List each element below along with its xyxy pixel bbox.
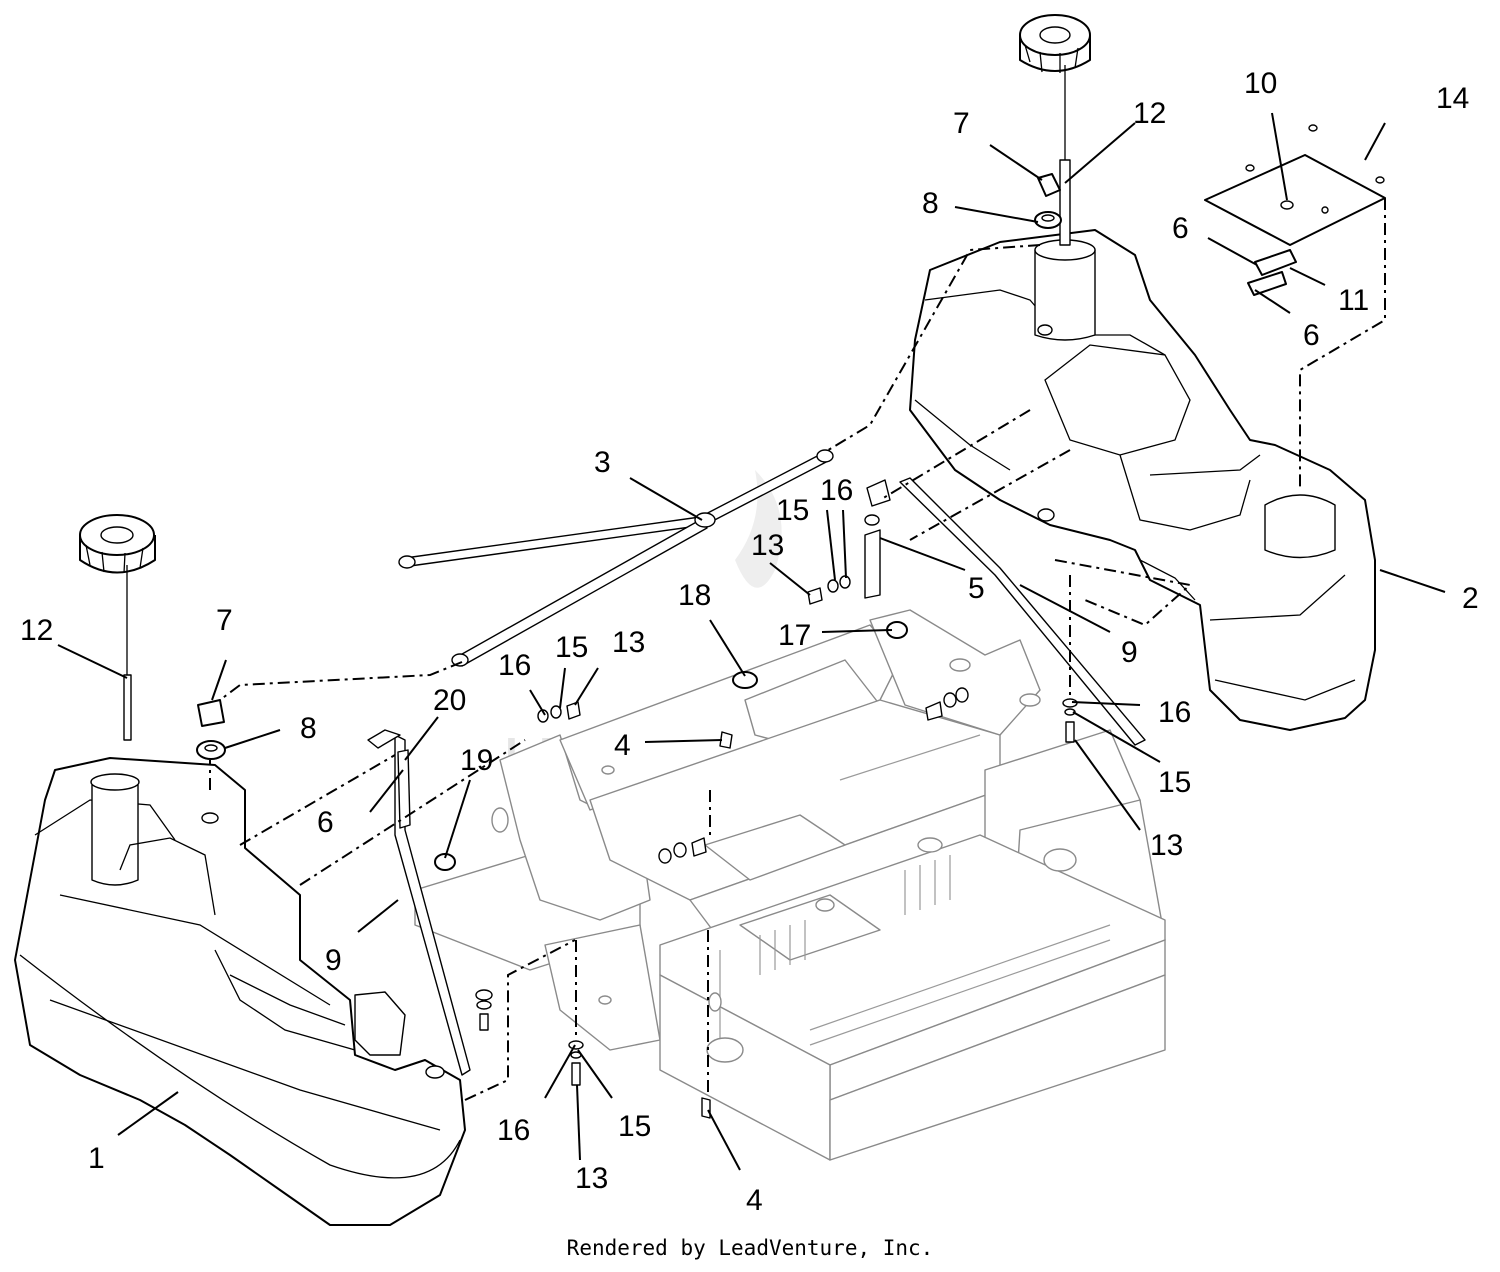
callout-16-mid: 16 [498, 649, 531, 682]
callout-20: 20 [433, 684, 466, 717]
callout-18: 18 [678, 579, 711, 612]
callout-2: 2 [1462, 582, 1479, 615]
assembly-lines [209, 198, 1386, 1101]
hardware-set-bottom[interactable] [568, 1040, 584, 1086]
callout-13-bottom: 13 [575, 1162, 608, 1195]
vent-hose-right[interactable] [899, 477, 1146, 746]
callout-13-top: 13 [751, 529, 784, 562]
hardware-set-mid[interactable] [537, 701, 581, 723]
callout-16-right: 16 [1158, 696, 1191, 729]
tube-20[interactable] [397, 749, 411, 829]
callout-4-lower: 4 [746, 1184, 763, 1217]
callout-17: 17 [778, 619, 811, 652]
callout-16-top: 16 [820, 474, 853, 507]
callout-3: 3 [594, 446, 611, 479]
hardware-set-frame[interactable] [658, 687, 969, 864]
footer-credit: Rendered by LeadVenture, Inc. [566, 1236, 934, 1260]
mower-frame [414, 609, 1166, 1161]
hardware-set-left-stack[interactable] [475, 989, 493, 1031]
valve-left[interactable] [196, 699, 226, 760]
gas-cap-left[interactable] [79, 514, 156, 574]
callout-14: 14 [1436, 82, 1469, 115]
sender-rod-left[interactable] [123, 674, 132, 741]
fitting-assembly[interactable] [1247, 249, 1297, 296]
hardware-set-top[interactable] [807, 575, 851, 605]
callout-19: 19 [460, 744, 493, 777]
callout-10: 10 [1244, 67, 1277, 100]
hardware-set-right[interactable] [1062, 698, 1078, 743]
callout-1: 1 [88, 1142, 105, 1175]
callout-6-left: 6 [317, 806, 334, 839]
leader-lines [57, 112, 1446, 1171]
callout-7-right: 7 [953, 107, 970, 140]
callout-13-right: 13 [1150, 829, 1183, 862]
left-fuel-tank[interactable] [14, 757, 466, 1226]
bracket-plate[interactable] [1204, 124, 1386, 246]
callout-11: 11 [1338, 284, 1369, 317]
callout-8-left: 8 [300, 712, 317, 745]
callout-9-left: 9 [325, 944, 342, 977]
callout-labels: 1 2 3 4 4 5 6 6 6 7 7 8 8 9 9 10 11 12 1… [20, 67, 1479, 1217]
valve-right[interactable] [1034, 173, 1062, 229]
clip-4-lower[interactable] [701, 1097, 711, 1119]
callout-13-mid: 13 [612, 626, 645, 659]
standpipe[interactable] [864, 529, 881, 599]
callout-6-upper: 6 [1172, 212, 1189, 245]
callout-12-right: 12 [1133, 97, 1166, 130]
callout-15-bottom: 15 [618, 1110, 651, 1143]
callout-15-mid: 15 [555, 631, 588, 664]
callout-4-upper: 4 [614, 729, 631, 762]
callout-6-right: 6 [1303, 319, 1320, 352]
callout-12-left: 12 [20, 614, 53, 647]
vent-elbow-right[interactable] [866, 479, 891, 507]
callout-15-right: 15 [1158, 766, 1191, 799]
grommet-19[interactable] [434, 853, 456, 871]
standpipe-cap[interactable] [864, 514, 880, 526]
callout-8-right: 8 [922, 187, 939, 220]
right-fuel-tank[interactable] [909, 229, 1376, 731]
fuel-line-assembly[interactable] [398, 449, 834, 667]
callout-9-right: 9 [1121, 636, 1138, 669]
callout-16-bottom: 16 [497, 1114, 530, 1147]
clip-4-upper[interactable] [719, 731, 733, 749]
gas-cap-right[interactable] [1019, 14, 1091, 73]
grommet-18[interactable] [732, 671, 758, 689]
vent-elbow-left[interactable] [367, 729, 401, 749]
callout-5: 5 [968, 572, 985, 605]
callout-7-left: 7 [216, 604, 233, 637]
callout-15-top: 15 [776, 494, 809, 527]
sender-rod-right[interactable] [1059, 159, 1071, 246]
